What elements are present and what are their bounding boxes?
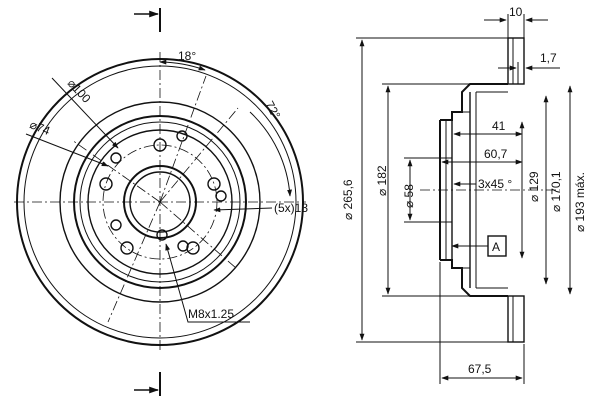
dim-193-label: ⌀ 193 máx. bbox=[573, 172, 587, 232]
dim-170-1-label: ⌀ 170,1 bbox=[549, 171, 563, 212]
thread-hole bbox=[110, 219, 122, 231]
dim-10-label: 10 bbox=[509, 5, 523, 19]
thread-hole bbox=[176, 130, 188, 142]
hat-outline-top bbox=[440, 83, 508, 121]
dia-100-leader bbox=[51, 77, 119, 149]
thread-hole bbox=[215, 190, 227, 202]
thread-hole bbox=[177, 240, 189, 252]
front-view: 18° 72° ⌀100 ⌀74 (5x)13 M8x1.25 bbox=[14, 8, 308, 396]
friction-ring-bottom bbox=[507, 295, 525, 343]
angle-18-label: 18° bbox=[178, 49, 196, 63]
holes-leader bbox=[213, 207, 273, 213]
dim-60-7-label: 60,7 bbox=[484, 147, 508, 161]
datum-box bbox=[487, 235, 507, 257]
bolt-hole bbox=[120, 241, 134, 255]
thread-hole bbox=[110, 152, 122, 164]
dim-265-6-label: ⌀ 265,6 bbox=[341, 179, 355, 220]
centerline-radial bbox=[71, 139, 161, 203]
dia-74-label: ⌀74 bbox=[28, 117, 53, 138]
bolt-hole bbox=[99, 177, 113, 191]
angle-72-arc bbox=[249, 111, 292, 197]
angle-72-label: 72° bbox=[262, 99, 283, 122]
dim-129-label: ⌀ 129 bbox=[527, 171, 541, 202]
centerline-radial bbox=[159, 75, 207, 203]
thread-label: M8x1.25 bbox=[188, 307, 234, 321]
bolt-hole bbox=[186, 241, 200, 255]
dia-74-leader bbox=[25, 133, 109, 167]
dim-67-5-label: 67,5 bbox=[468, 362, 492, 376]
thread-hole bbox=[156, 229, 168, 241]
dim-58-label: ⌀ 58 bbox=[402, 184, 416, 208]
section-view: 10 1,7 ⌀ 265,6 ⌀ 182 ⌀ 58 41 60,7 3 bbox=[341, 5, 587, 384]
centerline-radial bbox=[159, 201, 237, 269]
bolt-hole bbox=[207, 177, 221, 191]
dim-1-7-label: 1,7 bbox=[540, 51, 557, 65]
chamfer-label: 3x45 ° bbox=[478, 177, 512, 191]
hat-outline-bottom bbox=[440, 259, 508, 297]
thread-leader bbox=[165, 243, 250, 323]
dim-182-label: ⌀ 182 bbox=[375, 165, 389, 196]
datum-label: A bbox=[492, 240, 500, 254]
angle-18-arc bbox=[159, 59, 206, 71]
friction-ring-top bbox=[507, 37, 525, 85]
centerline-radial bbox=[159, 107, 239, 203]
centerline-radial bbox=[107, 201, 161, 323]
dim-41-label: 41 bbox=[492, 119, 506, 133]
holes-label: (5x)13 bbox=[274, 201, 308, 215]
